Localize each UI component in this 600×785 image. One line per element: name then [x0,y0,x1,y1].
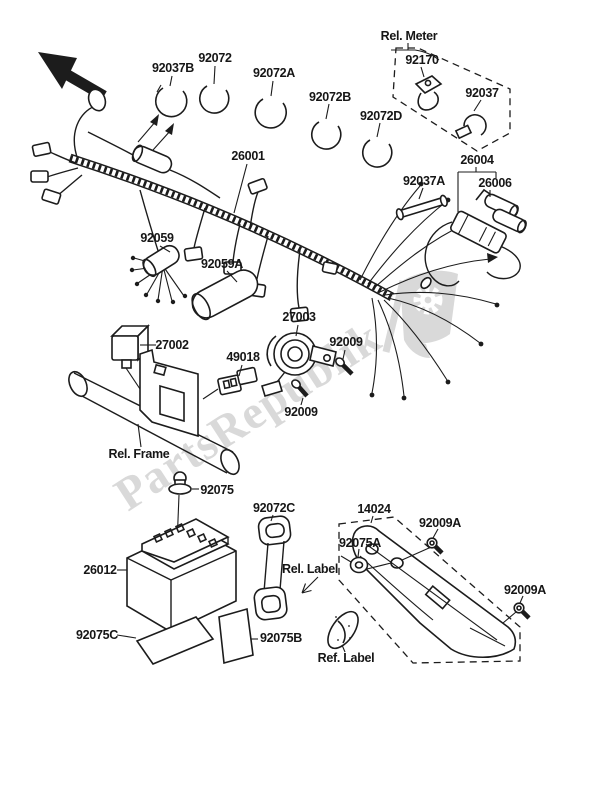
label-14024: 14024 [357,502,391,516]
wire-fan [359,181,500,401]
frame-tube [68,348,240,476]
label-92075: 92075 [200,483,234,497]
pad-92075b [218,607,254,665]
clip-92072b [310,121,342,150]
tube-92059a [191,269,259,321]
bolt-92009a-upper [426,537,444,555]
label-92009a-right: 92009A [504,583,546,597]
label-92009a-upper: 92009A [419,516,461,530]
label-92072b: 92072B [309,90,351,104]
bolt-92009a-right [513,602,531,620]
clip-92072a [254,98,288,129]
screw-92037a [395,194,448,221]
label-ref-label: Ref. Label [318,651,375,665]
label-27002: 27002 [155,338,189,352]
label-49018: 49018 [226,350,260,364]
label-27003: 27003 [282,310,316,324]
leader-lines [116,65,524,653]
label-92072: 92072 [198,51,232,65]
clip-92037b [154,84,188,118]
bracket-92170 [414,75,443,111]
battery-26012 [126,518,237,633]
fuses-26006 [475,188,527,234]
strap-92072c [253,515,292,621]
label-92059a: 92059A [201,257,243,271]
label-92075a: 92075A [339,536,381,550]
label-92170: 92170 [405,53,439,67]
sticker-ref-label [327,610,359,650]
label-92072c: 92072C [253,501,295,515]
label-92037b: 92037B [152,61,194,75]
label-26012: 26012 [83,563,117,577]
horn-27003 [261,332,337,397]
label-92037a: 92037A [403,174,445,188]
bolt-92009-lower [291,379,309,398]
meter-reference-box [391,43,511,152]
label-rel-meter: Rel. Meter [381,29,438,43]
label-92072d: 92072D [360,109,402,123]
clamp-92037 [454,114,487,140]
harness-26001 [30,88,500,401]
label-rel-frame: Rel. Frame [109,447,170,461]
connector-49018 [202,366,258,400]
clip-92072d [361,139,393,168]
bolt-92009-right [335,357,354,376]
label-92075b: 92075B [260,631,302,645]
label-pointer-arrow-icon [301,576,319,594]
label-rel-label: Rel. Label [282,562,338,576]
junction-26004 [420,210,521,290]
cover-reference-box [338,516,521,664]
label-92075c: 92075C [76,628,118,642]
clip-92072 [198,85,230,114]
damper-92075a [349,556,369,574]
label-92009-lower: 92009 [284,405,318,419]
label-92072a: 92072A [253,66,295,80]
label-26004: 26004 [460,153,494,167]
label-26006: 26006 [478,176,512,190]
pad-92075c [135,616,215,665]
label-26001: 26001 [231,149,265,163]
label-92037: 92037 [465,86,499,100]
label-92059: 92059 [140,231,174,245]
label-92009-right: 92009 [329,335,363,349]
tube-92059 [142,244,180,278]
grommet-92075 [168,471,192,546]
